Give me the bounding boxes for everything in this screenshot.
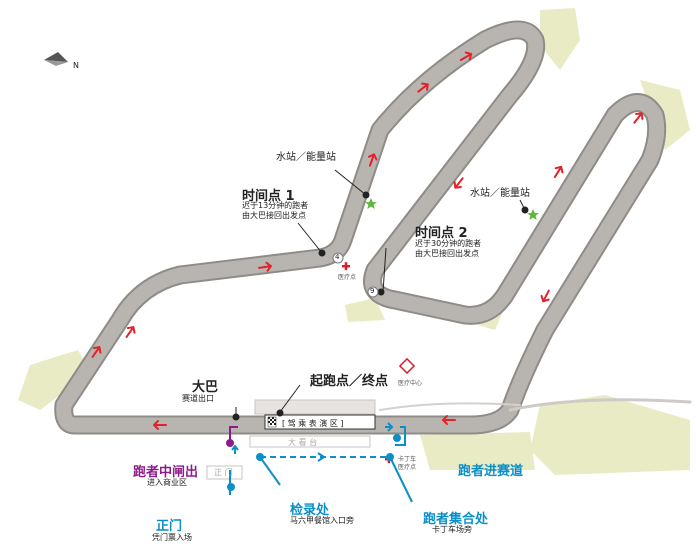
medical-diamond-icon [398, 357, 416, 375]
direction-arrow-icon [367, 153, 378, 167]
km-markers [332, 252, 379, 298]
grass-patch-bottom-right [530, 395, 690, 475]
marker-9-label: 9 [370, 287, 375, 295]
assembly-title: 跑者集合处 [423, 512, 489, 527]
entry-routes [227, 422, 413, 503]
direction-arrows [91, 51, 644, 430]
direction-arrow-icon [417, 82, 429, 93]
main-gate-title: 正门 [156, 519, 183, 534]
bus-subtitle: 赛道出口 [182, 394, 214, 403]
runner-enter-label: 跑者进赛道 [458, 464, 524, 479]
time-point-1-line1: 迟于13分钟的跑者 [242, 201, 309, 210]
pit-area-label: [ 驾 乘 表 演 区 ] [282, 419, 344, 428]
leader-lines [232, 169, 529, 421]
direction-arrow-icon [459, 51, 473, 61]
time-point-1-title: 时间点 1 [242, 189, 295, 204]
time-point-2-line1: 迟于30分钟的跑者 [415, 239, 482, 248]
grandstand-label: 大 看 台 [288, 438, 318, 447]
start-finish-dot [276, 409, 284, 417]
bus-exit-dot [232, 413, 240, 421]
direction-arrow-icon [258, 261, 272, 272]
checkin-subtitle: 马六甲餐馆入口旁 [290, 516, 354, 525]
time-point-2-line2: 由大巴接回出发点 [415, 249, 479, 258]
direction-arrow-icon [553, 165, 564, 179]
time-point-1-dot [318, 249, 326, 257]
direction-arrow-icon [153, 420, 167, 430]
assembly-subtitle: 卡丁车场旁 [432, 525, 472, 534]
water-station-2-label: 水站／能量站 [470, 188, 530, 199]
compass-label: N [73, 61, 79, 70]
direction-arrow-icon [633, 112, 644, 124]
grass-patch-bottom-mid [420, 432, 535, 470]
water-station-1-dot [362, 191, 370, 199]
race-track [54, 20, 692, 435]
direction-arrow-icon [125, 326, 136, 338]
direction-arrow-icon [453, 177, 464, 189]
marker-4 [332, 252, 344, 264]
grass-patch-top-right [540, 8, 580, 70]
karting-medical-line1: 卡丁车 [398, 456, 417, 463]
grass-patch-left [18, 350, 90, 410]
time-point-2-dot [377, 288, 385, 296]
water-star-icon [365, 198, 539, 220]
checkin-title: 检录处 [290, 503, 330, 518]
grass-patch-mid-left [345, 298, 385, 322]
bus-title: 大巴 [192, 380, 219, 395]
runner-exit-route [226, 426, 238, 447]
direction-arrow-icon [91, 346, 102, 358]
direction-arrow-icon [442, 415, 456, 425]
water-station-1-label: 水站／能量站 [276, 152, 336, 163]
main-gate-subtitle: 凭门票入场 [152, 533, 192, 542]
medical-center-label: 医疗中心 [398, 380, 423, 387]
time-point-1-line2: 由大巴接回出发点 [242, 211, 306, 220]
time-point-2-title: 时间点 2 [415, 226, 468, 241]
water-station-2-dot [521, 206, 529, 214]
checkered-flag-icon [267, 416, 277, 428]
pit-building [206, 399, 376, 480]
compass-arrow-icon [44, 52, 68, 66]
runner-exit-subtitle: 进入商业区 [147, 478, 187, 487]
start-finish-label: 起跑点／终点 [310, 374, 389, 389]
medical-point-1-label: 医疗点 [338, 274, 357, 281]
marker-4-label: 4 [335, 253, 340, 261]
runner-exit-title: 跑者中闸出 [133, 465, 199, 480]
grass-patch-right-upper [640, 80, 690, 150]
gate-box-label: 正 门 [214, 468, 233, 477]
marker-9 [367, 286, 379, 298]
direction-arrow-icon [540, 289, 550, 303]
karting-medical-line2: 医疗点 [398, 464, 417, 471]
